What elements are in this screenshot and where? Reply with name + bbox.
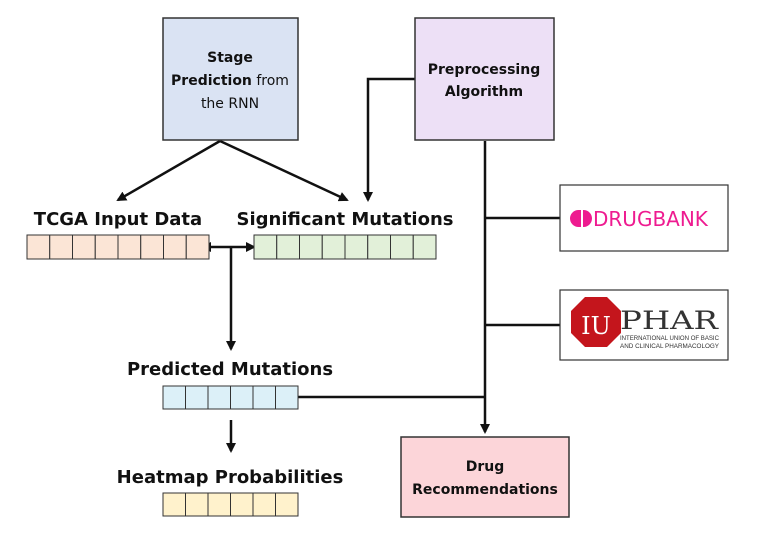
preprocessing-box: Preprocessing Algorithm <box>414 17 555 141</box>
significant-array-cell <box>390 234 414 260</box>
heatmap-array-cell <box>207 492 231 517</box>
iuphar-subtitle-1: INTERNATIONAL UNION OF BASIC <box>620 335 720 342</box>
heatmap-array-cell <box>230 492 254 517</box>
significant-array-cell <box>412 234 437 260</box>
arrow-stage-to-tcga <box>116 139 221 202</box>
tcga-array <box>26 234 210 260</box>
significant-array-cell <box>299 234 323 260</box>
heatmap-array-cell <box>275 492 299 517</box>
iuphar-octagon-icon <box>571 297 621 347</box>
arrow-preprocessing-to-significant <box>363 77 415 202</box>
drug-recommendations-line1: Drug <box>466 459 505 475</box>
significant-array-cell <box>253 234 278 260</box>
drugbank-text: DRUGBANK <box>593 207 709 231</box>
drugbank-logo: DRUGBANK <box>559 184 729 252</box>
predicted-array-cell <box>230 385 254 410</box>
iuphar-subtitle-2: AND CLINICAL PHARMACOLOGY <box>620 343 719 350</box>
preprocessing-line1: Preprocessing <box>428 62 540 78</box>
drug-recommendations-line2: Recommendations <box>412 482 558 498</box>
predicted-array-cell <box>275 385 299 410</box>
predicted-array <box>162 385 299 410</box>
predicted-heading: Predicted Mutations <box>127 359 333 380</box>
arrow-stage-to-significant <box>219 139 349 202</box>
heatmap-array <box>162 492 299 517</box>
tcga-array-cell <box>140 234 164 260</box>
significant-array-cell <box>321 234 346 260</box>
predicted-array-cell <box>207 385 231 410</box>
iuphar-logo: IU PHAR INTERNATIONAL UNION OF BASIC AND… <box>559 289 729 361</box>
tcga-array-cell <box>94 234 119 260</box>
significant-array-cell <box>276 234 300 260</box>
stage-prediction-line1: Stage <box>207 50 253 66</box>
tcga-array-cell <box>185 234 210 260</box>
drugbank-pill-icon <box>570 210 592 227</box>
significant-array-cell <box>367 234 391 260</box>
iuphar-text: PHAR <box>620 306 720 335</box>
heatmap-array-cell <box>185 492 209 517</box>
significant-array-cell <box>344 234 369 260</box>
heatmap-heading: Heatmap Probabilities <box>117 467 344 488</box>
stage-prediction-box: Stage Prediction from the RNN <box>162 17 299 141</box>
tcga-array-cell <box>49 234 73 260</box>
preprocessing-line2: Algorithm <box>445 84 523 100</box>
predicted-array-cell <box>162 385 186 410</box>
tcga-array-cell <box>72 234 96 260</box>
significant-array <box>253 234 437 260</box>
heatmap-array-cell <box>252 492 276 517</box>
iuphar-badge-text: IU <box>581 312 611 340</box>
tcga-heading: TCGA Input Data <box>34 209 202 230</box>
tcga-array-cell <box>163 234 187 260</box>
predicted-array-cell <box>185 385 209 410</box>
stage-prediction-line2: Prediction from <box>171 73 289 89</box>
significant-heading: Significant Mutations <box>237 209 454 230</box>
connectors <box>116 77 560 453</box>
stage-prediction-line3: the RNN <box>201 96 259 112</box>
tcga-array-cell <box>26 234 51 260</box>
drug-recommendations-box: Drug Recommendations <box>400 436 570 518</box>
heatmap-array-cell <box>162 492 186 517</box>
predicted-array-cell <box>252 385 276 410</box>
tcga-array-cell <box>117 234 142 260</box>
